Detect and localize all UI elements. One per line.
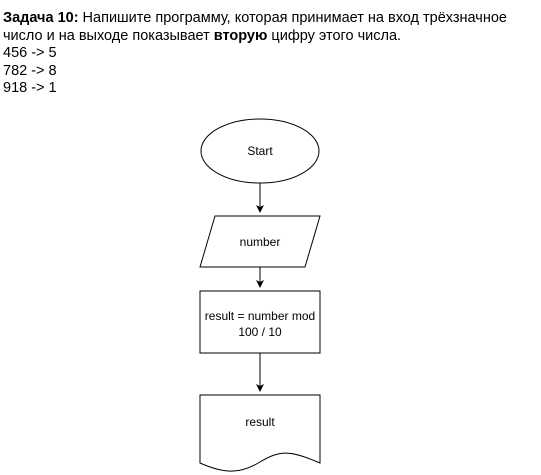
start-label: Start [247,144,273,158]
task-text-before: Напишите программу, которая принимает на… [3,10,507,44]
input-node [199,215,321,268]
task-example-3: 918 -> 1 [3,80,57,96]
task-title: Задача 10: [3,10,79,26]
input-label: number [240,235,281,249]
process-label-line-2: 100 / 10 [238,325,282,339]
task-text-after: цифру этого числа. [267,27,402,44]
output-node [199,394,321,472]
process-node [199,290,321,354]
process-label-line-1: result = number mod [205,309,315,323]
task-description: Задача 10: Напишите программу, которая п… [3,10,539,45]
task-statement: Задача 10: Напишите программу, которая п… [3,10,539,98]
task-example-2: 782 -> 8 [3,62,57,79]
task-example-1: 456 -> 5 [3,45,57,61]
output-label: result [245,415,275,429]
task-emphasis: вторую [213,27,268,44]
